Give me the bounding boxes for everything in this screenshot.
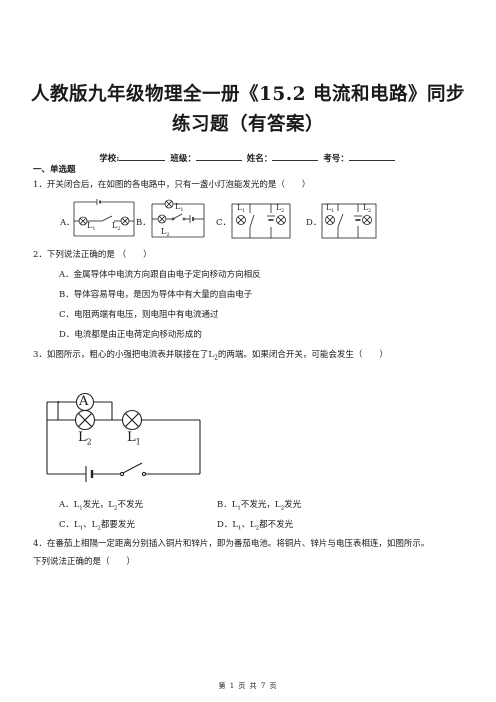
lamp-l1-label: L1 [127,430,141,447]
question-2-stem: 2．下列说法正确的是 （ ） [33,250,152,260]
question-3-stem: 3．如图所示，粗心的小强把电流表并联接在了L2的两端。如果闭合开关，可能会发生（… [33,350,388,362]
svg-text:L2: L2 [112,221,121,232]
svg-text:L1: L1 [326,203,334,214]
page-title-line-1: 人教版九年级物理全一册《15.2 电流和电路》同步 [30,84,465,105]
page-footer: 第 1 页 共 7 页 [218,682,278,690]
exam-number-blank[interactable] [348,153,395,161]
q3-option-d[interactable]: D．L1、L2都不发光 [217,520,294,532]
svg-text:L2: L2 [276,203,284,214]
section-heading: 一、单选题 [33,165,76,175]
q3-option-c[interactable]: C．L1、L2都要发光 [59,520,135,532]
name-label: 姓名： [246,154,273,164]
circuit-d-diagram: L1 L2 [321,203,377,239]
question-1-stem: 1．开关闭合后，在如图的各电路中，只有一盏小灯泡能发光的是（ ） [33,180,311,190]
circuit-c-diagram: L1 L2 [231,203,291,239]
q1-option-c-label: C． [216,218,232,228]
q1-option-b-label: B． [136,218,151,228]
question-4-stem-line-2: 下列说法正确的是（ ） [33,557,136,567]
q2-option-b[interactable]: B．导体容易导电，是因为导体中有大量的自由电子 [59,290,253,300]
q2-option-c[interactable]: C．电阻两端有电压，则电阻中有电流通过 [59,310,219,320]
question-3-circuit-diagram [46,392,201,482]
class-blank[interactable] [195,153,242,161]
student-info-line: 学校: 班级： 姓名： 考号： [0,152,496,164]
q2-option-a[interactable]: A．金属导体中电流方向跟自由电子定向移动方向相反 [59,270,261,280]
ammeter-label: A [79,394,89,409]
circuit-b-diagram: L1 L2 [151,199,205,238]
svg-text:L1: L1 [175,202,184,213]
q2-option-d[interactable]: D．电流都是由正电荷定向移动形成的 [59,330,202,340]
svg-text:L2: L2 [161,227,170,238]
q3-option-b[interactable]: B．L1不发光，L2发光 [217,500,302,512]
circuit-a-diagram: L1 L2 [73,199,135,237]
name-blank[interactable] [272,153,319,161]
svg-text:L1: L1 [87,221,96,232]
page-title-line-2: 练习题（有答案） [171,114,324,135]
question-4-stem-line-1: 4．在番茄上相隔一定距离分别插入铜片和锌片，即为番茄电池。将铜片、锌片与电压表相… [33,539,430,549]
q1-option-a-label: A． [60,218,75,228]
school-label: 学校: [99,154,120,164]
svg-text:L1: L1 [237,203,245,214]
school-blank[interactable] [119,153,166,161]
svg-text:L2: L2 [363,203,371,214]
q1-option-d-label: D． [306,218,322,228]
lamp-l2-label: L2 [78,430,92,447]
exam-number-label: 考号： [323,154,349,164]
q3-option-a[interactable]: A．L1发光，L2不发光 [59,500,143,512]
class-label: 班级： [170,154,196,164]
